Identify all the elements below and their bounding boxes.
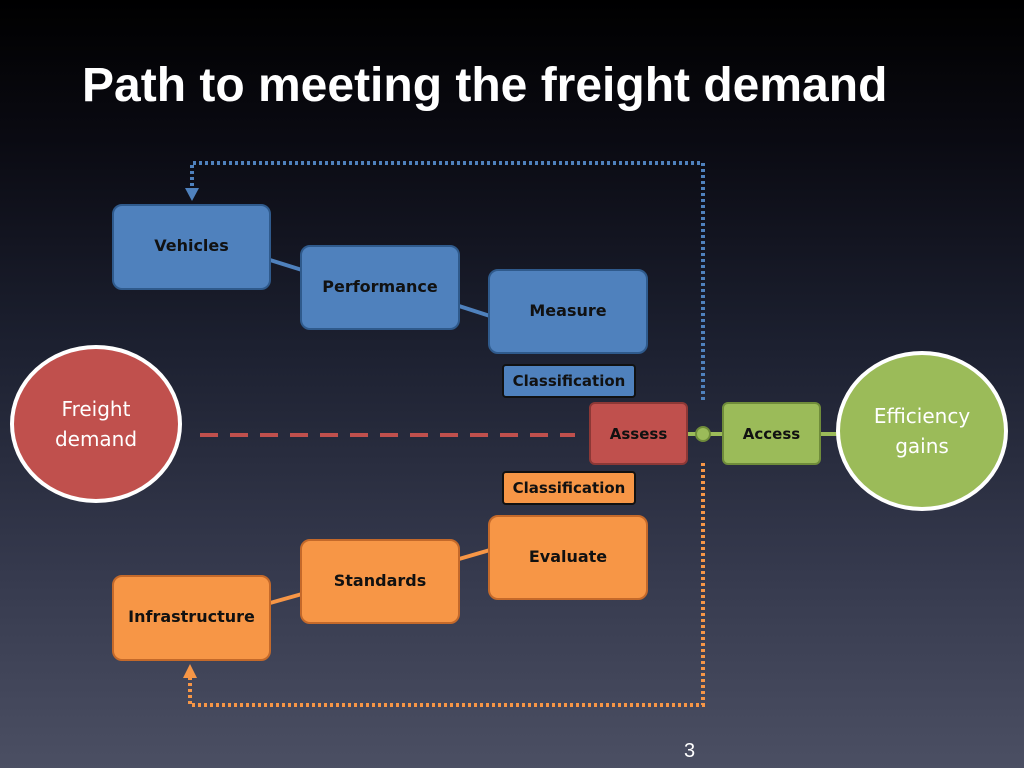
classification-tag-infrastructure: Classification bbox=[502, 471, 636, 505]
standards-box: Standards bbox=[300, 539, 460, 624]
classification-tag-infrastructure-label: Classification bbox=[512, 479, 626, 497]
assess-box: Assess bbox=[589, 402, 688, 465]
arrowhead-vehicles bbox=[185, 188, 199, 201]
connector-standards-evaluate bbox=[458, 548, 491, 561]
evaluate-label: Evaluate bbox=[528, 547, 608, 566]
feedback-loop-infrastructure bbox=[188, 463, 705, 707]
connector-performance-measure bbox=[458, 304, 491, 318]
connector-infrastructure-standards bbox=[269, 592, 303, 605]
measure-label: Measure bbox=[529, 301, 607, 320]
page-number: 3 bbox=[684, 740, 696, 762]
performance-box: Performance bbox=[300, 245, 460, 330]
classification-tag-vehicles: Classification bbox=[502, 364, 636, 398]
vehicles-box: Vehicles bbox=[112, 204, 271, 290]
classification-tag-vehicles-label: Classification bbox=[512, 372, 626, 390]
efficiency-gains-circle: Efficiency gains bbox=[836, 351, 1008, 511]
standards-label: Standards bbox=[333, 571, 427, 590]
performance-label: Performance bbox=[322, 277, 438, 296]
evaluate-box: Evaluate bbox=[488, 515, 648, 600]
access-label: Access bbox=[742, 424, 801, 443]
access-box: Access bbox=[722, 402, 821, 465]
arrowhead-infrastructure bbox=[183, 664, 197, 678]
slide-title: Path to meeting the freight demand bbox=[82, 59, 888, 112]
junction-node bbox=[695, 426, 711, 442]
measure-box: Measure bbox=[488, 269, 648, 354]
feedback-loop-vehicles bbox=[190, 161, 705, 400]
freight-demand-circle: Freight demand bbox=[10, 345, 182, 503]
vehicles-label: Vehicles bbox=[154, 236, 229, 255]
assess-label: Assess bbox=[609, 424, 668, 443]
efficiency-gains-label: Efficiency gains bbox=[873, 404, 971, 458]
connector-vehicles-performance bbox=[269, 258, 303, 272]
infrastructure-label: Infrastructure bbox=[128, 607, 255, 626]
freight-demand-label: Freight demand bbox=[54, 397, 138, 451]
infrastructure-box: Infrastructure bbox=[112, 575, 271, 661]
